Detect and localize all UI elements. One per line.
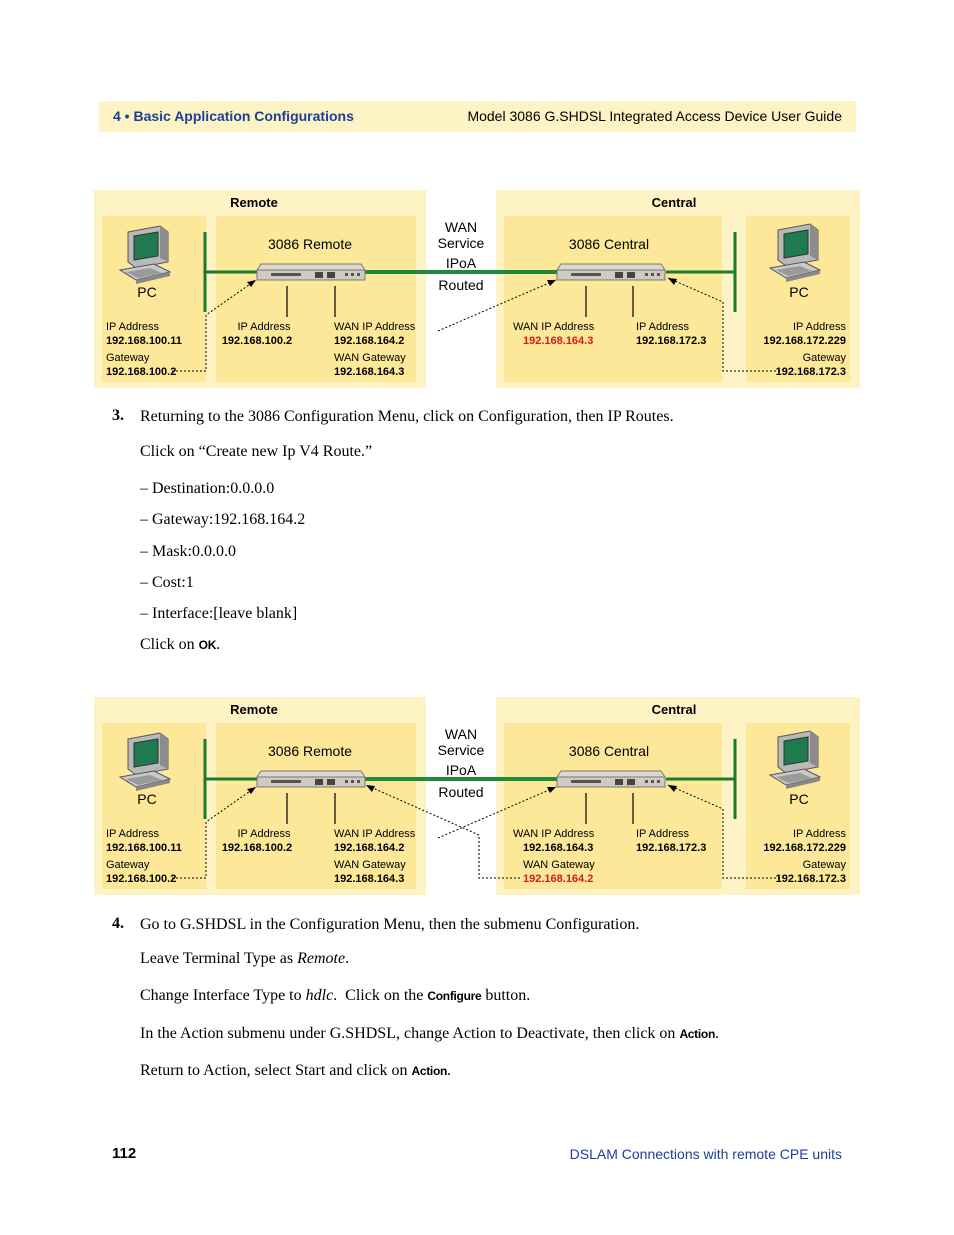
svg-text:192.168.172.3: 192.168.172.3: [636, 842, 706, 854]
service-label: Service: [438, 235, 485, 251]
deactivate-action-text: In the Action submenu under G.SHDSL, cha…: [140, 1025, 719, 1042]
right-gateway-pointer: [667, 784, 780, 879]
svg-text:192.168.172.3: 192.168.172.3: [636, 335, 706, 347]
ipoa-label: IPoA: [446, 255, 477, 271]
step-4-number: 4.: [112, 915, 124, 932]
start-action-text: Return to Action, select Start and click…: [140, 1062, 452, 1079]
right-pc-label: PC: [789, 284, 808, 300]
svg-text:WAN Gateway: WAN Gateway: [334, 352, 406, 364]
svg-text:192.168.172.229: 192.168.172.229: [763, 335, 846, 347]
remote-device-label: 3086 Remote: [268, 236, 352, 252]
service-label: Service: [438, 742, 485, 758]
configure-button-label: Configure: [427, 989, 482, 1003]
svg-text:IP Address: IP Address: [106, 828, 159, 840]
svg-text:192.168.100.11: 192.168.100.11: [106, 335, 182, 347]
remote-router-icon: [256, 263, 366, 281]
click-ok-text: Click on OK.: [140, 636, 221, 653]
central-label: Central: [652, 195, 697, 210]
svg-text:IP Address: IP Address: [793, 828, 846, 840]
action-button-label-2: Action: [411, 1064, 448, 1078]
step-3-text: Returning to the 3086 Configuration Menu…: [140, 408, 674, 425]
svg-text:192.168.164.2: 192.168.164.2: [523, 873, 593, 885]
step-4-text: Go to G.SHDSL in the Configuration Menu,…: [140, 916, 640, 933]
svg-text:WAN IP Address: WAN IP Address: [334, 321, 416, 333]
svg-text:192.168.172.3: 192.168.172.3: [776, 366, 846, 378]
central-to-remote-pointer: [365, 784, 520, 879]
svg-text:IP Address: IP Address: [793, 321, 846, 333]
chapter-title: 4 • Basic Application Configurations: [113, 108, 354, 124]
svg-text:WAN IP Address: WAN IP Address: [513, 321, 595, 333]
routed-label: Routed: [438, 277, 483, 293]
svg-text:Gateway: Gateway: [803, 859, 847, 871]
central-label: Central: [652, 702, 697, 717]
remote-device-area: [216, 216, 416, 382]
svg-text:192.168.100.2: 192.168.100.2: [222, 335, 292, 347]
routed-label: Routed: [438, 784, 483, 800]
guide-title: Model 3086 G.SHDSL Integrated Access Dev…: [467, 108, 842, 124]
network-diagram-2: Remote Central PC PC 3086 Remote 3086 Ce…: [94, 697, 860, 895]
remote-to-central-pointer: [437, 786, 557, 839]
svg-text:192.168.164.3: 192.168.164.3: [523, 335, 593, 347]
route-item-gateway: – Gateway:192.168.164.2: [140, 511, 306, 528]
central-router-icon: [556, 770, 666, 788]
svg-text:Gateway: Gateway: [106, 859, 150, 871]
remote-label: Remote: [230, 195, 278, 210]
left-pc-label: PC: [137, 791, 156, 807]
svg-text:192.168.100.2: 192.168.100.2: [106, 873, 176, 885]
svg-text:IP Address: IP Address: [636, 828, 689, 840]
central-device-area: [504, 216, 722, 382]
central-device-label: 3086 Central: [569, 236, 649, 252]
svg-text:192.168.100.2: 192.168.100.2: [222, 842, 292, 854]
right-gateway-pointer: [667, 277, 780, 372]
svg-text:192.168.100.2: 192.168.100.2: [106, 366, 176, 378]
central-router-icon: [556, 263, 666, 281]
svg-text:WAN Gateway: WAN Gateway: [334, 859, 406, 871]
left-gateway-pointer: [172, 786, 257, 879]
svg-text:Gateway: Gateway: [106, 352, 150, 364]
svg-text:IP Address: IP Address: [238, 321, 291, 333]
svg-text:192.168.100.11: 192.168.100.11: [106, 842, 182, 854]
action-button-label: Action: [679, 1027, 715, 1041]
route-item-mask: – Mask:0.0.0.0: [140, 543, 236, 560]
svg-text:192.168.164.2: 192.168.164.2: [334, 842, 404, 854]
svg-text:192.168.172.3: 192.168.172.3: [776, 873, 846, 885]
svg-text:IP Address: IP Address: [636, 321, 689, 333]
ok-button-label: OK: [198, 638, 217, 652]
svg-text:IP Address: IP Address: [238, 828, 291, 840]
step-3-number: 3.: [112, 407, 124, 424]
remote-router-icon: [256, 770, 366, 788]
central-device-area: [504, 723, 722, 889]
wan-label: WAN: [445, 726, 477, 742]
route-item-interface: – Interface:[leave blank]: [140, 605, 298, 622]
svg-text:Gateway: Gateway: [803, 352, 847, 364]
page-number: 112: [112, 1145, 137, 1162]
svg-text:WAN IP Address: WAN IP Address: [513, 828, 595, 840]
create-route-text: Click on “Create new Ip V4 Route.”: [140, 443, 373, 460]
svg-text:192.168.164.3: 192.168.164.3: [523, 842, 593, 854]
svg-text:IP Address: IP Address: [106, 321, 159, 333]
svg-text:192.168.172.229: 192.168.172.229: [763, 842, 846, 854]
remote-device-area: [216, 723, 416, 889]
left-pc-label: PC: [137, 284, 156, 300]
route-item-destination: – Destination:0.0.0.0: [140, 480, 275, 497]
terminal-type-text: Leave Terminal Type as Remote.: [140, 950, 350, 967]
central-device-label: 3086 Central: [569, 743, 649, 759]
left-gateway-pointer: [172, 279, 257, 372]
footer-section-title: DSLAM Connections with remote CPE units: [569, 1146, 842, 1162]
wan-label: WAN: [445, 219, 477, 235]
network-diagram-1: Remote Central PC PC 3086 Remote 3086 Ce…: [94, 190, 860, 388]
interface-type-text: Change Interface Type to hdlc. Click on …: [140, 987, 531, 1004]
running-header: 4 • Basic Application Configurations Mod…: [99, 101, 856, 132]
route-item-cost: – Cost:1: [140, 574, 194, 591]
svg-text:WAN IP Address: WAN IP Address: [334, 828, 416, 840]
svg-text:192.168.164.3: 192.168.164.3: [334, 873, 404, 885]
svg-text:WAN Gateway: WAN Gateway: [523, 859, 595, 871]
svg-text:192.168.164.2: 192.168.164.2: [334, 335, 404, 347]
remote-to-central-pointer: [437, 279, 557, 332]
right-pc-label: PC: [789, 791, 808, 807]
remote-device-label: 3086 Remote: [268, 743, 352, 759]
remote-label: Remote: [230, 702, 278, 717]
ipoa-label: IPoA: [446, 762, 477, 778]
svg-text:192.168.164.3: 192.168.164.3: [334, 366, 404, 378]
